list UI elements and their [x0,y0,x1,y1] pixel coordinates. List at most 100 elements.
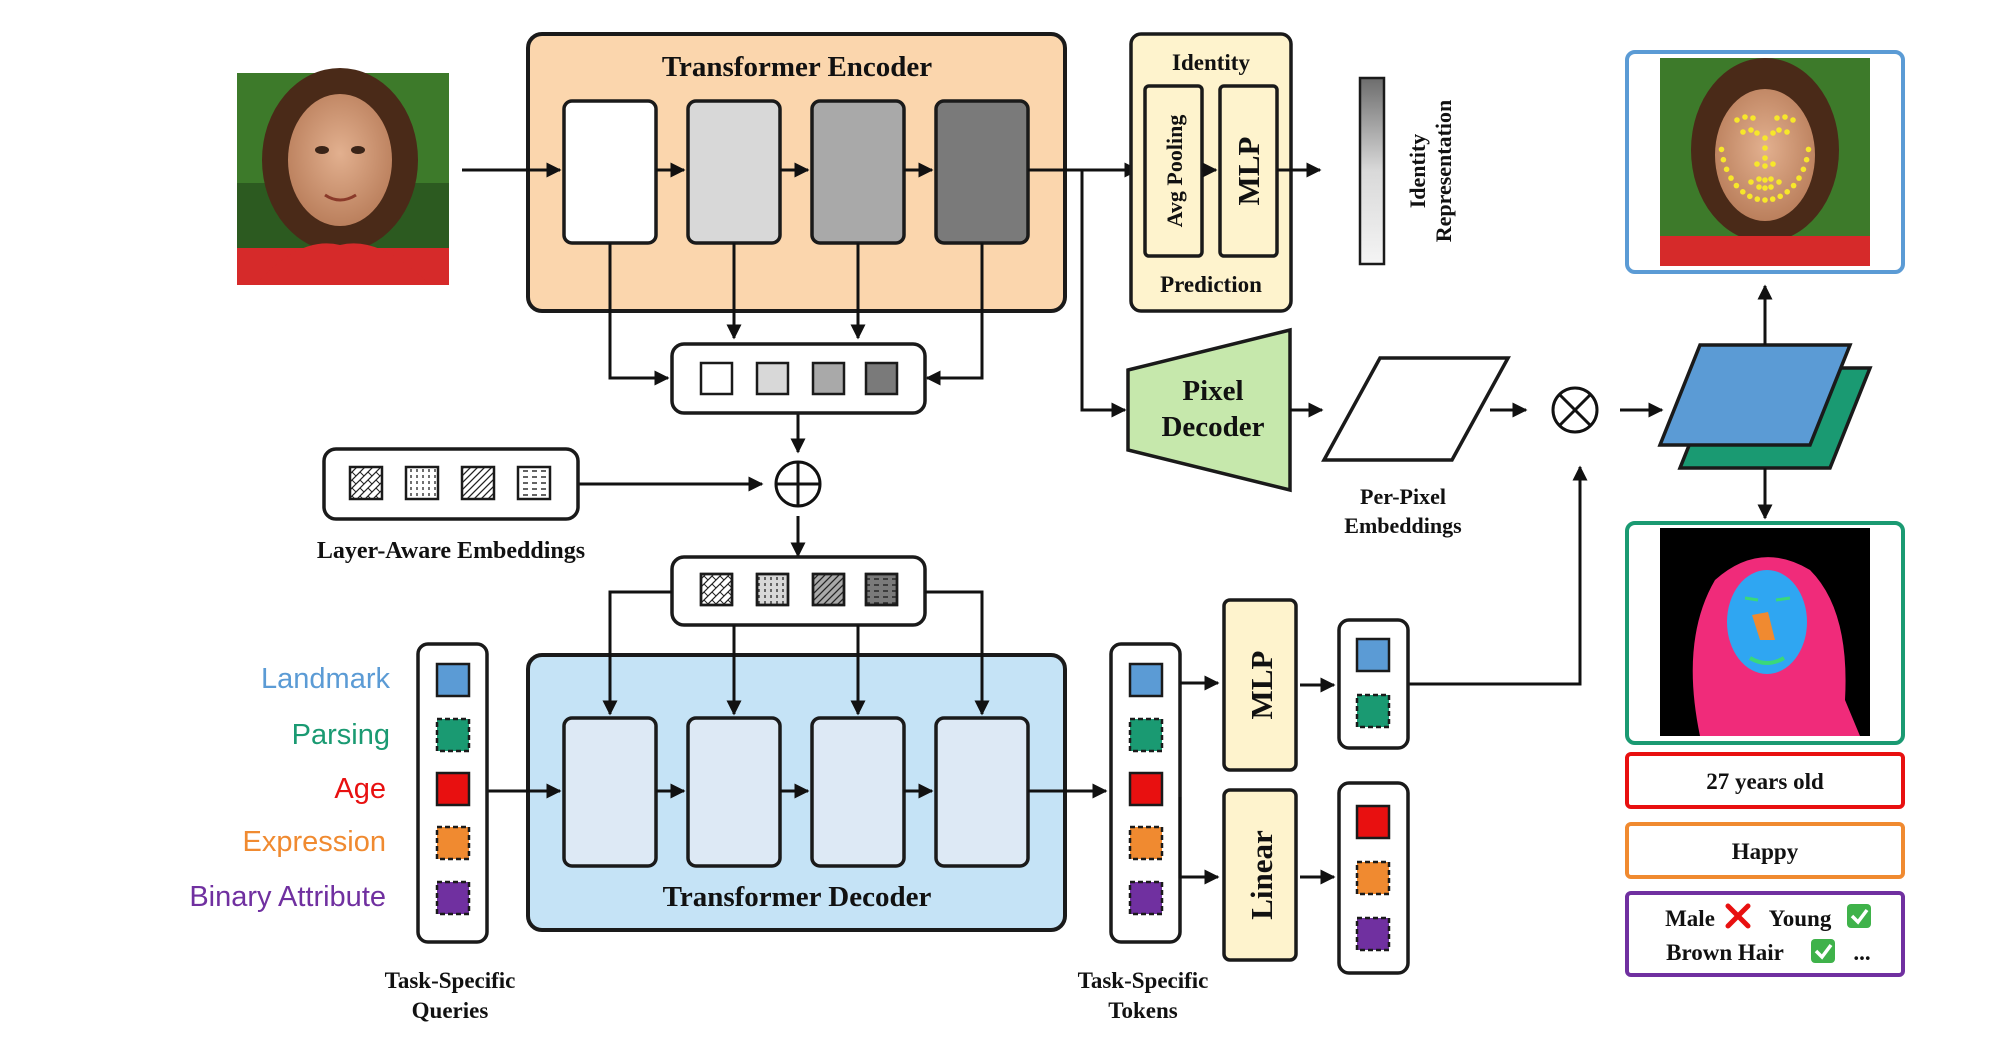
landmark-dot [1762,197,1768,203]
task-token-landmark [1128,662,1164,698]
identity-repr-line1: Identity [1405,134,1430,209]
task-token-age [1128,771,1164,807]
per-pixel-embeddings: Per-Pixel Embeddings [1321,356,1511,538]
attr-more-text: ... [1853,940,1870,965]
cross-mark-icon [1725,903,1751,929]
landmark-dot [1740,189,1746,195]
decoder-layer-2 [686,716,782,868]
landmark-dot [1747,193,1753,200]
parsing-output-image [1625,521,1905,745]
pixel-decoder-line1: Pixel [1182,375,1243,407]
landmark-dot [1790,117,1796,123]
identity-repr-line2: Representation [1431,100,1456,243]
landmark-dot [1805,146,1812,153]
landmark-dot [1740,129,1746,135]
landmark-dot [1756,176,1762,182]
encoder-layer-1 [562,99,658,245]
oplus-icon [774,460,822,508]
landmark-dot [1769,196,1776,202]
task-label-parsing: Parsing [292,719,390,751]
landmark-dot [1800,166,1807,173]
layer-aware-label: Layer-Aware Embeddings [317,538,585,564]
check-mark-icon [1847,904,1871,928]
pixel-decoder-line2: Decoder [1161,411,1264,443]
attr-young-text: Young [1769,906,1832,931]
age-output-text: 27 years old [1706,769,1824,794]
per-pixel-line1: Per-Pixel [1360,484,1446,509]
identity-title: Identity [1172,50,1250,75]
encoder-arrows [462,162,1140,558]
task-label-landmark: Landmark [261,663,390,695]
query-token-parsing [435,717,471,753]
landmark-dot [1754,130,1760,136]
landmark-dot [1768,184,1774,190]
encoder-layer-2 [686,99,782,245]
landmark-dot [1754,196,1761,202]
decoder-layer-1 [562,716,658,868]
mlp-output-tokens [1337,618,1410,750]
landmark-dot [1742,114,1748,120]
task-token-binary-attribute [1128,880,1164,916]
query-token-landmark [435,662,471,698]
queries-label-line2: Queries [412,998,489,1023]
token-head-arrows [1178,465,1588,885]
landmark-dot [1750,115,1756,121]
decoder-title: Transformer Decoder [663,881,932,913]
landmark-dot [1762,177,1768,183]
expression-output: Happy [1625,822,1905,879]
landmark-output-image [1625,50,1905,274]
landmark-dot [1782,114,1788,120]
landmark-dot [1720,156,1727,163]
avg-pooling-label: Avg Pooling [1162,115,1187,228]
mlp-head: MLP [1222,598,1298,772]
query-token-binary-attribute [435,880,471,916]
linear-output-tokens [1337,781,1410,975]
landmark-dot [1754,161,1760,167]
pixel-decoder: Pixel Decoder [1126,327,1292,493]
encoder-layer-3 [810,99,906,245]
otimes-icon [1551,386,1599,434]
encoder-layer-4 [934,99,1030,245]
identity-bottom: Prediction [1160,272,1262,297]
task-token-parsing [1128,717,1164,753]
landmark-dot [1756,184,1762,190]
attr-male-text: Male [1665,906,1715,931]
decoder-arrows [488,590,1108,799]
task-label-expression: Expression [243,826,386,858]
landmark-dot [1762,163,1768,169]
layer-aware-embeddings: Layer-Aware Embeddings [317,447,585,564]
landmark-dot [1770,130,1776,136]
landmark-dot [1776,179,1782,185]
landmark-dot [1762,135,1768,141]
queries-label-line1: Task-Specific [385,968,516,993]
landmark-dot [1748,179,1754,185]
stacked-mask-outputs [1657,343,1873,470]
per-pixel-line2: Embeddings [1344,513,1462,538]
encoder-title: Transformer Encoder [662,51,932,83]
decoder-layer-4 [934,716,1030,868]
landmark-dot [1803,156,1810,163]
landmark-dot [1718,146,1725,153]
landmark-dot [1774,115,1780,121]
layer-feature-aggregate [670,342,927,415]
landmark-dot [1777,193,1783,200]
query-token-expression [435,825,471,861]
expression-output-text: Happy [1732,839,1799,864]
combined-embeddings [670,555,927,627]
landmark-dot [1728,175,1734,181]
task-token-expression [1128,825,1164,861]
task-specific-tokens: Task-Specific Tokens [1078,642,1209,1023]
decoder-layer-3 [810,716,906,868]
tokens-label-line1: Task-Specific [1078,968,1209,993]
landmark-dot [1748,127,1754,133]
linear-head-label: Linear [1244,830,1279,920]
identity-prediction: Identity Avg Pooling MLP Prediction [1129,32,1293,313]
task-labels: Landmark Parsing Age Expression Binary A… [189,663,390,913]
landmark-dot [1762,185,1768,191]
age-output: 27 years old [1625,752,1905,809]
identity-mlp-label: MLP [1231,137,1266,206]
landmark-dot [1723,166,1730,173]
input-face-image [237,68,449,285]
check-mark-icon [1811,939,1835,963]
